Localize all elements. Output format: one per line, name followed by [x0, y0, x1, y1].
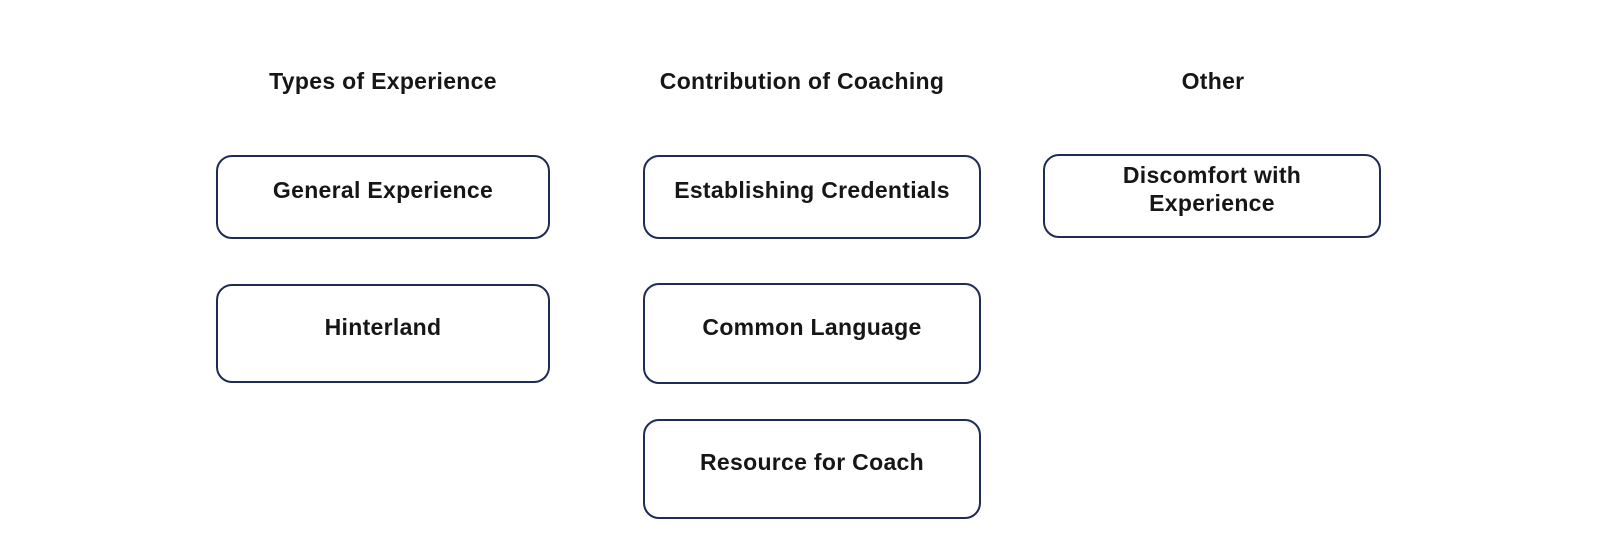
node-general-experience: General Experience — [216, 155, 550, 239]
node-resource-for-coach: Resource for Coach — [643, 419, 981, 519]
node-label: Common Language — [702, 313, 922, 340]
column-header-types-of-experience: Types of Experience — [269, 68, 497, 94]
node-establishing-credentials: Establishing Credentials — [643, 155, 981, 239]
node-hinterland: Hinterland — [216, 284, 550, 383]
column-header-contribution-of-coaching: Contribution of Coaching — [659, 68, 945, 94]
node-label: Hinterland — [324, 313, 442, 340]
node-discomfort-with-experience: Discomfort with Experience — [1043, 154, 1381, 238]
node-label: Discomfort with Experience — [1122, 162, 1302, 216]
column-header-other: Other — [1181, 68, 1245, 94]
node-label: General Experience — [272, 177, 494, 203]
node-common-language: Common Language — [643, 283, 981, 384]
node-label: Establishing Credentials — [674, 177, 950, 203]
node-label: Resource for Coach — [700, 449, 924, 475]
